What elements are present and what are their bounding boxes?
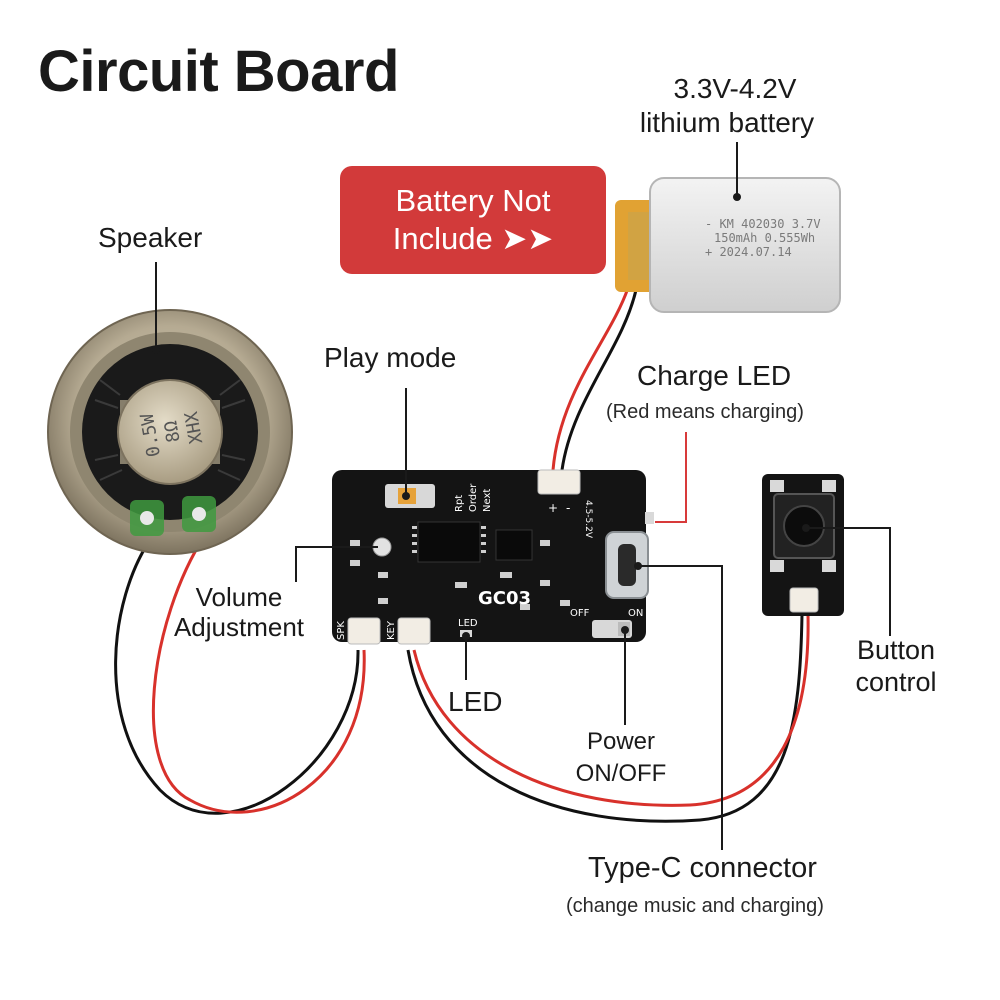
button-wire-black	[406, 614, 804, 823]
battery-label: 3.3V-4.2V lithium battery	[640, 72, 830, 140]
volume-label-line1: Volume	[195, 582, 283, 612]
power-label: Power ON/OFF	[566, 726, 676, 790]
battery-wire-black	[560, 289, 638, 471]
button-label-line2: control	[855, 667, 937, 697]
badge-line1: Battery Not	[395, 183, 551, 218]
aux-chip	[495, 529, 533, 561]
key-connector	[397, 617, 431, 645]
speaker: 0.5W 8Ω XHX	[47, 309, 293, 555]
charge-led-note: (Red means charging)	[606, 401, 804, 423]
board-model: GC03	[478, 588, 531, 609]
badge-line2: Include ➤➤	[392, 221, 554, 256]
battery-print-2: 150mAh 0.555Wh	[714, 231, 815, 245]
battery-body	[649, 177, 841, 313]
play-mode-label: Play mode	[324, 342, 457, 373]
silk-minus: -	[566, 501, 570, 515]
charge-led-label: Charge LED	[637, 360, 792, 391]
wires	[114, 287, 810, 823]
main-board: Rpt Order Next 4.5-5.2V + - GC03 SPK	[332, 469, 654, 645]
volume-label: Volume Adjustment	[166, 582, 312, 642]
silk-led: LED	[458, 618, 478, 629]
battery-print-1: - KM 402030 3.7V	[705, 217, 821, 231]
spk-connector	[347, 617, 381, 645]
leader-charge-led	[655, 432, 687, 523]
button-label-line1: Button	[856, 635, 936, 665]
button-wire-red	[412, 614, 810, 807]
volume-label-line2: Adjustment	[173, 612, 305, 642]
silk-off: OFF	[570, 608, 590, 619]
battery-label-line1: 3.3V-4.2V	[673, 73, 797, 104]
silk-spk: SPK	[336, 621, 347, 640]
speaker-wire-black	[114, 539, 360, 815]
battery: - KM 402030 3.7V 150mAh 0.555Wh + 2024.0…	[615, 177, 841, 313]
silk-rpt: Rpt	[454, 495, 465, 512]
battery-connector	[537, 469, 581, 495]
speaker-print-2: 8Ω	[160, 419, 184, 444]
silk-on: ON	[628, 608, 643, 619]
power-label-line2: ON/OFF	[575, 760, 667, 787]
battery-print-3: + 2024.07.14	[705, 245, 792, 259]
leader-volume	[295, 546, 378, 582]
power-label-line1: Power	[586, 728, 656, 755]
button-module	[762, 474, 844, 616]
button-connector	[789, 587, 819, 613]
board-pcb	[332, 470, 646, 642]
silk-voltage: 4.5-5.2V	[583, 500, 593, 539]
silk-plus: +	[548, 501, 558, 515]
speaker-wire-red	[151, 534, 366, 814]
charge-led	[645, 512, 654, 524]
speaker-label: Speaker	[98, 222, 203, 253]
main-chip	[417, 521, 481, 563]
battery-wire-red	[551, 287, 630, 471]
typec-label: Type-C connector	[588, 852, 817, 884]
silk-key: KEY	[386, 620, 397, 640]
speaker-cap	[117, 379, 223, 485]
silk-order: Order	[468, 483, 479, 512]
battery-not-included-badge: Battery Not Include ➤➤	[340, 166, 606, 274]
leader-lines	[152, 142, 891, 850]
led-label: LED	[448, 686, 503, 717]
page-title: Circuit Board	[38, 39, 399, 104]
silk-next: Next	[482, 489, 493, 512]
battery-label-line2: lithium battery	[639, 107, 815, 138]
typec-note: (change music and charging)	[566, 895, 824, 917]
button-control-label: Button control	[846, 634, 946, 698]
leader-typec	[638, 565, 723, 850]
leader-button	[806, 527, 891, 636]
